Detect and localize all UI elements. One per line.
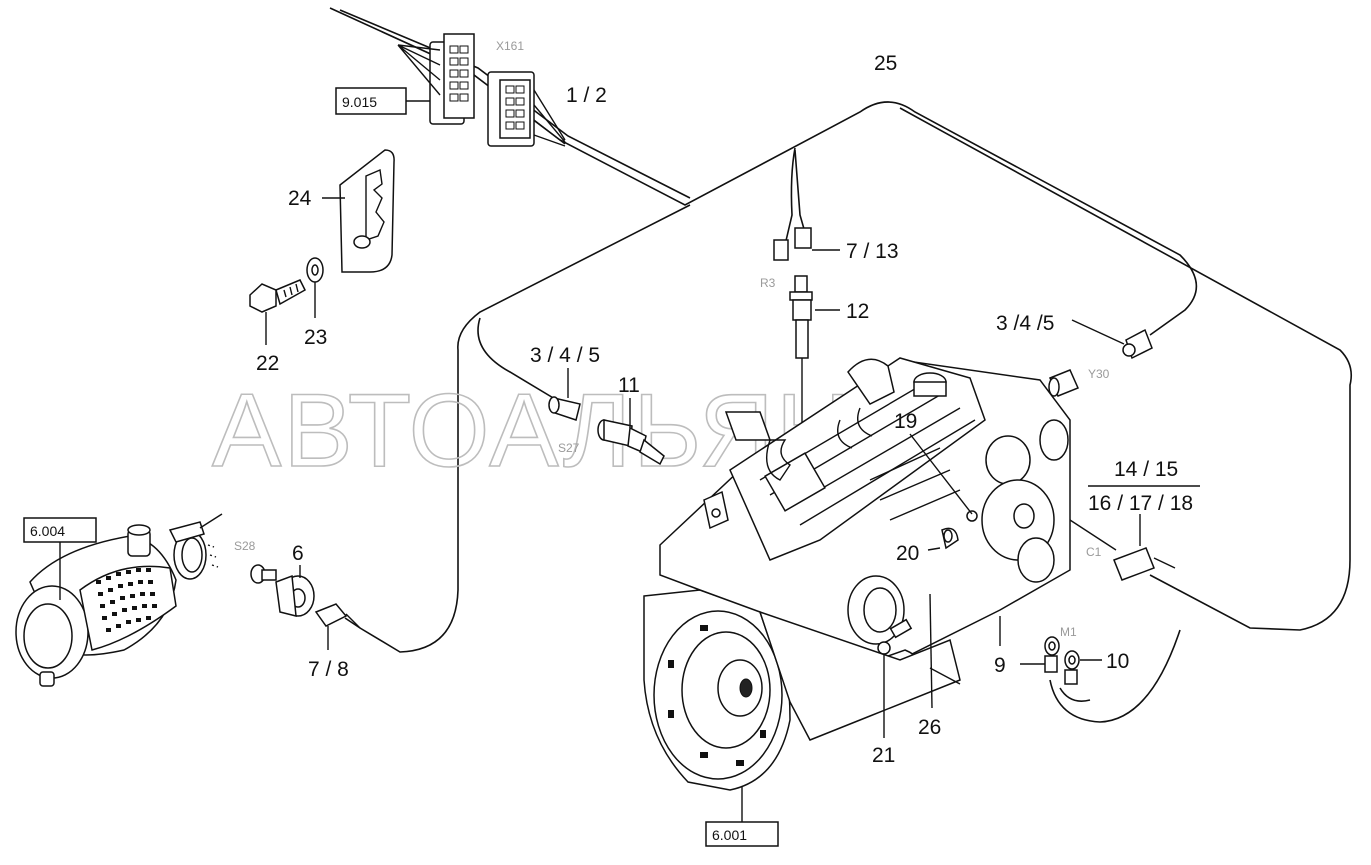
- hose-clamp-icon: [168, 513, 223, 580]
- wiring-harness: [329, 7, 1353, 723]
- washer-icon: [306, 257, 324, 283]
- callout-3-4-5-left: 3 / 4 / 5: [530, 344, 600, 367]
- solenoid-valve-icon: [1048, 369, 1080, 397]
- callout-labels: 1 / 2 25 24 7 / 13 12 22 23 3 /4 /5 3 / …: [256, 52, 1193, 767]
- ref-box-6004: [23, 517, 97, 600]
- tag-s28: S28: [234, 539, 256, 553]
- oil-pressure-sensor-icon: [597, 419, 665, 466]
- tag-x161: X161: [496, 39, 524, 53]
- callout-14-15: 14 / 15: [1114, 458, 1178, 481]
- tag-m1: M1: [1060, 625, 1077, 639]
- engine-block-icon: [643, 357, 1071, 791]
- ref-label-9015: 9.015: [342, 94, 377, 110]
- ref-label-6004: 6.004: [30, 523, 65, 539]
- callout-21: 21: [872, 744, 895, 767]
- temperature-sensor-icon: [789, 275, 813, 508]
- tag-r3: R3: [760, 276, 776, 290]
- callout-12: 12: [846, 300, 869, 323]
- callout-1-2: 1 / 2: [566, 84, 607, 107]
- tag-s27: S27: [558, 441, 580, 455]
- callout-23: 23: [304, 326, 327, 349]
- callout-24: 24: [288, 187, 312, 210]
- bolt-icon: [249, 279, 306, 313]
- callout-11: 11: [618, 374, 640, 397]
- tag-y30: Y30: [1088, 367, 1110, 381]
- connector-mating-icon: [487, 71, 566, 147]
- ref-box-6001: [705, 786, 779, 847]
- callout-7-13: 7 / 13: [846, 240, 899, 263]
- bracket-icon: [339, 149, 395, 273]
- tag-c1: C1: [1086, 545, 1102, 559]
- engine-connector-c1-icon: [1069, 519, 1176, 581]
- callout-16-17-18: 16 / 17 / 18: [1088, 492, 1193, 515]
- callout-22: 22: [256, 352, 279, 375]
- ref-box-9015: [335, 87, 430, 115]
- callout-20: 20: [896, 542, 919, 565]
- callout-6: 6: [292, 542, 304, 565]
- air-filter-icon: [15, 524, 177, 687]
- ref-label-6001: 6.001: [712, 827, 747, 843]
- callout-3-4-5-right: 3 /4 /5: [996, 312, 1054, 335]
- callout-7-8: 7 / 8: [308, 658, 349, 681]
- plug-connector-icon: [314, 603, 361, 629]
- callout-10: 10: [1106, 650, 1129, 673]
- callout-19: 19: [894, 410, 917, 433]
- restriction-indicator-icon: [250, 564, 315, 617]
- callout-25: 25: [874, 52, 897, 75]
- callout-9: 9: [994, 654, 1006, 677]
- ground-terminal-icon: [1044, 636, 1080, 685]
- pressure-switch-icon: [1122, 328, 1153, 360]
- connector-x161-icon: [397, 33, 475, 125]
- temperature-switch-icon: [548, 396, 581, 421]
- callout-26: 26: [918, 716, 941, 739]
- connector-pair-icon: [773, 227, 812, 261]
